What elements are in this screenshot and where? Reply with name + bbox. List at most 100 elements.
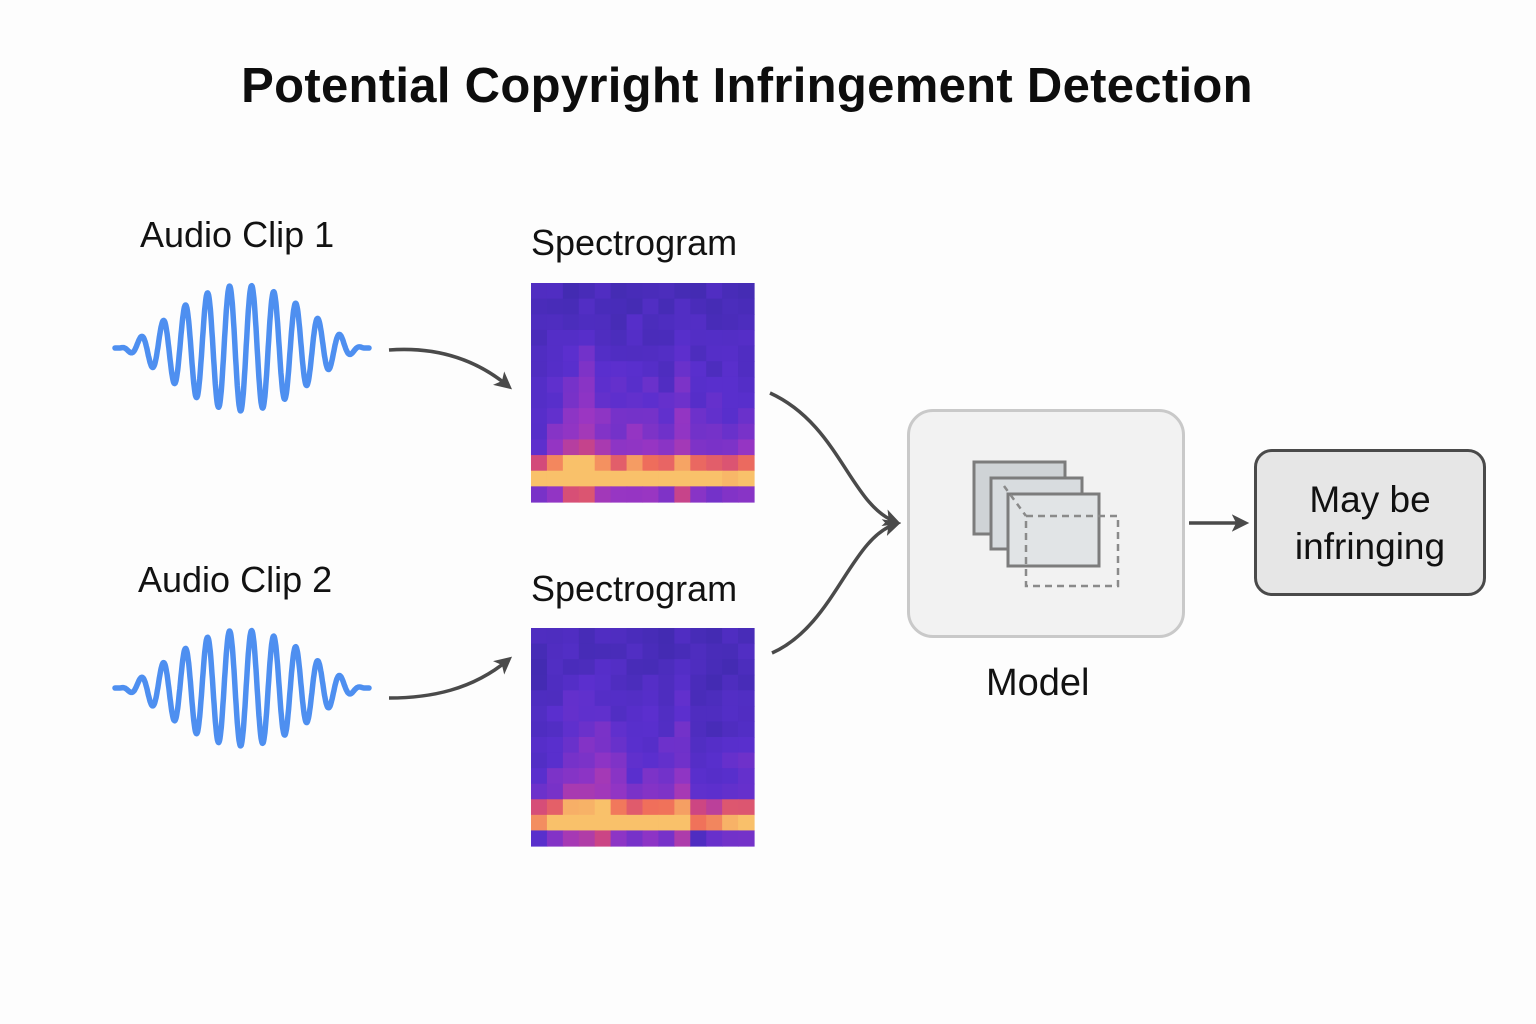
spectrogram-cell (594, 329, 612, 347)
spectrogram-cell (738, 298, 755, 315)
spectrogram-cell (546, 705, 564, 723)
spectrogram-cell (658, 737, 675, 754)
spectrogram-cell (546, 690, 564, 707)
spectrogram-cell (642, 283, 660, 300)
spectrogram-cell (578, 768, 596, 785)
spectrogram-cell (531, 705, 548, 723)
spectrogram-cell (674, 690, 691, 707)
spectrogram-cell (578, 799, 596, 816)
spectrogram-cell (531, 737, 548, 754)
spectrogram-cell (642, 376, 660, 394)
spectrogram-cell (594, 392, 612, 409)
spectrogram-cell (674, 768, 691, 785)
spectrogram-cell (738, 486, 755, 503)
spectrogram-cell (594, 659, 612, 676)
spectrogram-cell (531, 345, 548, 362)
spectrogram-cell (610, 455, 628, 472)
spectrogram-cell (722, 455, 739, 472)
spectrogram-cell (658, 329, 675, 347)
spectrogram-cell (594, 345, 612, 362)
spectrogram-cell (642, 768, 660, 785)
spectrogram-cell (706, 830, 723, 847)
spectrogram-cell (546, 721, 564, 738)
spectrogram-cell (722, 737, 739, 754)
spectrogram-cell (690, 298, 707, 315)
spectrogram-cell (674, 659, 691, 676)
spectrogram-cell (642, 659, 660, 676)
spectrogram-cell (706, 628, 723, 645)
spectrogram-cell (738, 439, 755, 456)
spectrogram-cell (722, 345, 739, 362)
spectrogram-cell (738, 690, 755, 707)
spectrogram-cell (642, 814, 660, 832)
spectrogram-cell (546, 298, 564, 315)
spectrogram-cell (722, 376, 739, 394)
spectrogram-cell (610, 283, 628, 300)
spectrogram-cell (642, 345, 660, 362)
spectrogram-cell (546, 486, 564, 503)
spectrogram-cell (722, 408, 739, 425)
spectrogram-cell (706, 345, 723, 362)
spectrogram-cell (578, 392, 596, 409)
spectrogram-cell (578, 408, 596, 425)
spectrogram-cell (610, 486, 628, 503)
spectrogram-cell (674, 345, 691, 362)
output-box: May be infringing (1254, 449, 1486, 596)
spectrogram-cell (738, 705, 755, 723)
spectrogram-cell (738, 659, 755, 676)
spectrogram-cell (690, 783, 707, 800)
spectrogram-cell (738, 345, 755, 362)
spectrogram-cell (690, 690, 707, 707)
spectrogram-cell (690, 643, 707, 660)
spectrogram-cell (626, 752, 644, 769)
spectrogram-cell (531, 752, 548, 769)
spectrogram-cell (562, 329, 580, 347)
spectrogram-cell (531, 814, 548, 832)
spectrogram-cell (546, 345, 564, 362)
spectrogram-cell (738, 423, 755, 441)
spectrogram-cell (738, 799, 755, 816)
spectrogram-cell (674, 643, 691, 660)
spectrogram-cell (546, 470, 564, 487)
spectrogram-cell (658, 752, 675, 769)
spectrogram-cell (610, 721, 628, 738)
spectrogram-cell (610, 643, 628, 660)
output-label: May be infringing (1294, 478, 1446, 567)
spectrogram-cell (546, 392, 564, 409)
spectrogram-cell (674, 737, 691, 754)
spectrogram-cell (722, 329, 739, 347)
spectrogram-cell (738, 674, 755, 691)
spectrogram-cell (626, 314, 644, 331)
spectrogram-cell (738, 752, 755, 769)
spectrogram-cell (546, 674, 564, 691)
spectrogram-cell (562, 423, 580, 441)
spectrogram-cell (706, 737, 723, 754)
spectrogram-cell (562, 439, 580, 456)
spectrogram-cell (531, 439, 548, 456)
spectrogram-cell (578, 329, 596, 347)
spectrogram-cell (658, 439, 675, 456)
spectrogram-cell (626, 659, 644, 676)
spectrogram-cell (610, 628, 628, 645)
spectrogram-cell (531, 721, 548, 738)
spectrogram-cell (594, 768, 612, 785)
spectrogram-cell (578, 486, 596, 503)
spectrogram-cell (706, 783, 723, 800)
spectrogram-cell (626, 830, 644, 847)
spectrogram-cell (626, 392, 644, 409)
spectrogram-cell (562, 659, 580, 676)
spectrogram-cell (722, 470, 739, 487)
spectrogram-cell (690, 361, 707, 378)
spectrogram-cell (626, 737, 644, 754)
spectrogram-cell (706, 423, 723, 441)
spectrogram-cell (738, 314, 755, 331)
spectrogram-cell (658, 470, 675, 487)
spectrogram-cell (658, 361, 675, 378)
spectrogram-cell (706, 814, 723, 832)
spectrogram-cell (658, 705, 675, 723)
spectrogram-cell (722, 283, 739, 300)
spectrogram-cell (674, 298, 691, 315)
spectrogram-cell (562, 283, 580, 300)
spectrogram-cell (738, 721, 755, 738)
spectrogram-cell (610, 361, 628, 378)
